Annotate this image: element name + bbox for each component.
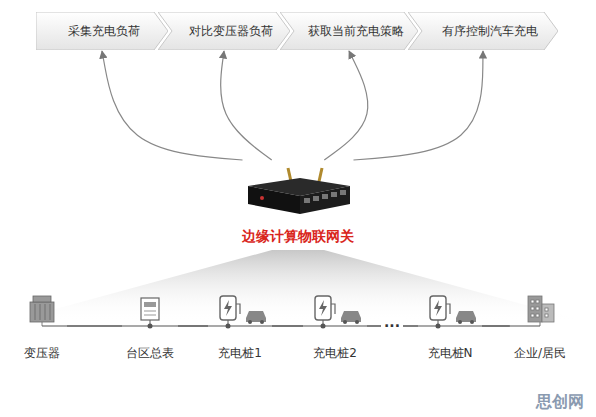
signal-beam xyxy=(8,250,588,322)
node-text: 充电桩N xyxy=(428,345,473,362)
step-chevron: 有序控制汽车充电 xyxy=(408,12,558,50)
node-text: 变压器 xyxy=(24,345,60,362)
flow-arrow xyxy=(324,51,368,160)
grid-element: 充电桩1 xyxy=(208,292,272,364)
node-text: 对比变压器负荷 xyxy=(189,23,273,40)
grid-element: 充电桩2 xyxy=(303,292,367,364)
charging-pile-icons xyxy=(220,296,476,329)
bus-line xyxy=(42,325,540,326)
bus-connector xyxy=(67,325,122,326)
node-text: 有序控制汽车充电 xyxy=(442,23,538,40)
grid-element: 变压器 xyxy=(17,292,67,364)
grid-element: 台区总表 xyxy=(122,292,178,364)
flow-arrow xyxy=(353,51,483,160)
grid-element: 企业/居民 xyxy=(510,292,570,364)
node-text: 采集充电负荷 xyxy=(68,23,140,40)
node-text: 充电桩1 xyxy=(218,345,262,362)
meter-icon xyxy=(141,298,159,329)
flow-arrow xyxy=(221,51,272,160)
ellipsis-label: ··· xyxy=(381,318,403,334)
building-icon xyxy=(528,296,554,326)
bus-connector xyxy=(272,325,303,326)
node-text: 台区总表 xyxy=(126,345,174,362)
grid-element: 充电桩N xyxy=(418,292,482,364)
transformer-icon xyxy=(30,296,54,326)
gateway-device xyxy=(248,168,350,214)
step-chevron: 对比变压器负荷 xyxy=(158,12,290,50)
node-text: 充电桩2 xyxy=(313,345,357,362)
node-text: 获取当前充电策略 xyxy=(308,23,404,40)
bus-connector xyxy=(178,325,208,326)
step-chevron: 获取当前充电策略 xyxy=(280,12,418,50)
bus-connector xyxy=(482,325,510,326)
gateway-box: 边缘计算物联网关 xyxy=(225,160,371,248)
step-chevron: 采集充电负荷 xyxy=(36,12,168,50)
watermark: 思创网 xyxy=(533,392,587,413)
node-text: 边缘计算物联网关 xyxy=(242,228,354,246)
node-text: 企业/居民 xyxy=(514,345,566,362)
